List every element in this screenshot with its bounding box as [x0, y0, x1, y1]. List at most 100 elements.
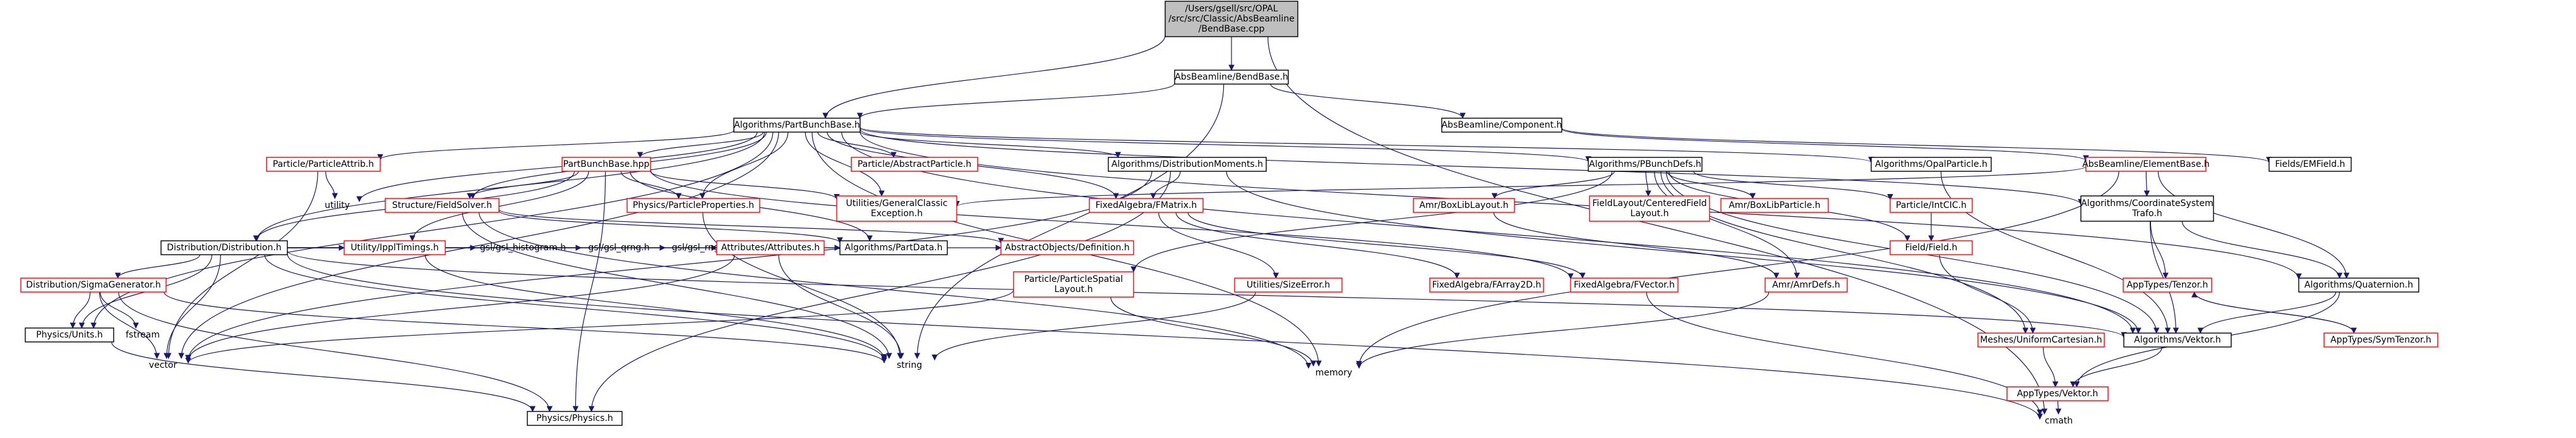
node-box — [1013, 271, 1134, 298]
edge-algvektor_h-to-appvektor_h — [2070, 346, 2163, 387]
node-component-h[interactable]: AbsBeamline/Component.h — [1441, 118, 1562, 133]
node-fvector-h[interactable]: FixedAlgebra/FVector.h — [1570, 277, 1679, 293]
node-appsymtensor-h[interactable]: AppTypes/SymTenzor.h — [2323, 332, 2438, 348]
node-abstractobjdef-h[interactable]: AbstractObjects/Definition.h — [1000, 240, 1134, 255]
edge-root-to-partbunchbase_h — [822, 35, 1166, 119]
node-box — [1589, 195, 1710, 222]
edge-attributes_h-to-vector — [185, 254, 735, 362]
node-appvektor-h[interactable]: AppTypes/Vektor.h — [2006, 386, 2109, 401]
node-structfieldsolver-h[interactable]: Structure/FieldSolver.h — [385, 198, 500, 213]
edge-sigmagen_h-to-physunits_h — [69, 291, 91, 329]
edge-line — [2157, 171, 2350, 279]
edge-line — [1150, 171, 1181, 199]
node-fieldfield-h[interactable]: Field/Field.h — [1890, 240, 1973, 255]
node-elementbase-h[interactable]: AbsBeamline/ElementBase.h — [2082, 157, 2210, 172]
edge-line — [1110, 296, 1317, 367]
node-label: Algorithms/Vektor.h — [2134, 335, 2221, 345]
node-box — [1165, 1, 1298, 37]
node-distmoments-h[interactable]: Algorithms/DistributionMoments.h — [1108, 157, 1267, 172]
node-label: Algorithms/DistributionMoments.h — [1111, 159, 1263, 169]
edge-amrboxliblayout_h-to-amrdefs_h — [1493, 212, 1780, 279]
edge-partbunchbase_h-to-utility — [356, 131, 758, 202]
edge-line — [264, 254, 887, 362]
edge-line — [778, 254, 904, 359]
node-root[interactable]: /Users/gsell/src/OPAL/src/src/Classic/Ab… — [1165, 1, 1298, 37]
node-amrdefs-h[interactable]: Amr/AmrDefs.h — [1764, 277, 1848, 293]
edge-physunits_h-to-physphysics_h — [111, 341, 536, 412]
node-opalparticle-h[interactable]: Algorithms/OpalParticle.h — [1871, 157, 1992, 172]
edge-line — [2055, 400, 2062, 415]
edge-fieldfield_h-to-uniformcartesian_h — [1939, 254, 2036, 334]
node-distribution-h[interactable]: Distribution/Distribution.h — [160, 240, 288, 255]
edge-line — [1175, 212, 1460, 279]
node-physphysics-h[interactable]: Physics/Physics.h — [527, 411, 623, 426]
edge-line — [462, 212, 892, 359]
node-label: gsl/gsl_rng.h — [672, 243, 728, 253]
edge-line — [914, 83, 1225, 359]
node-uniformcartesian-h[interactable]: Meshes/UniformCartesian.h — [1977, 332, 2105, 348]
node-box — [1429, 277, 1544, 293]
node-farray2d-h[interactable]: FixedAlgebra/FArray2D.h — [1429, 277, 1544, 293]
edge-line — [1654, 171, 1800, 279]
node-algvektor-h[interactable]: Algorithms/Vektor.h — [2123, 332, 2232, 348]
node-box — [2298, 277, 2419, 293]
edge-line — [805, 131, 885, 197]
node-box — [2323, 332, 2438, 348]
node-label: gsl/gsl_histogram.h — [480, 243, 566, 253]
node-box — [1089, 198, 1204, 213]
node-abstractparticle-h[interactable]: Particle/AbstractParticle.h — [851, 157, 978, 172]
node-box — [2080, 195, 2214, 222]
node-box — [25, 327, 114, 343]
node-label: Algorithms/Quaternion.h — [2304, 280, 2413, 290]
edge-fmatrix_h-to-sizeerror_h — [1158, 212, 1279, 279]
node-emfield-h[interactable]: Fields/EMField.h — [2268, 157, 2352, 172]
node-amrboxliblayout-h[interactable]: Amr/BoxLibLayout.h — [1413, 198, 1515, 213]
node-partbunchbase-hpp[interactable]: PartBunchBase.hpp — [561, 157, 651, 172]
node-attributes-h[interactable]: Attributes/Attributes.h — [716, 240, 825, 255]
node-partbunchbase-h[interactable]: Algorithms/PartBunchBase.h — [733, 118, 861, 133]
node-particleattrib-h[interactable]: Particle/ParticleAttrib.h — [266, 157, 381, 172]
node-box — [1570, 277, 1679, 293]
node-physunits-h[interactable]: Physics/Units.h — [25, 327, 114, 343]
edge-partbunchbase_h-to-vector — [178, 131, 779, 359]
node-label: Structure/FieldSolver.h — [392, 200, 492, 210]
node-label: /BendBase.cpp — [1199, 24, 1265, 34]
node-sigmagen-h[interactable]: Distribution/SigmaGenerator.h — [20, 277, 167, 293]
node-bendbase-h[interactable]: AbsBeamline/BendBase.h — [1174, 70, 1289, 85]
node-physpartprops-h[interactable]: Physics/ParticleProperties.h — [626, 198, 760, 213]
node-box — [1871, 157, 1992, 172]
node-apptensor-h[interactable]: AppTypes/Tenzor.h — [2123, 277, 2212, 293]
edge-component_h-to-emfield_h — [1561, 128, 2272, 163]
edge-partbunchbase_hpp-to-genclassicexc_h — [650, 171, 840, 200]
edge-line — [1939, 254, 2036, 334]
node-quaternion-h[interactable]: Algorithms/Quaternion.h — [2298, 277, 2419, 293]
node-label: Particle/IntCIC.h — [1896, 200, 1967, 210]
node-ippltimings-h[interactable]: Utility/IpplTimings.h — [344, 240, 446, 255]
node-pbunchdefs-h[interactable]: Algorithms/PBunchDefs.h — [1588, 157, 1703, 172]
node-fmatrix-h[interactable]: FixedAlgebra/FMatrix.h — [1089, 198, 1204, 213]
edge-line — [467, 171, 579, 199]
node-label: AppTypes/Tenzor.h — [2127, 280, 2208, 290]
edge-fmatrix_h-to-fvector_h — [1187, 212, 1586, 279]
node-partdata-h[interactable]: Algorithms/PartData.h — [839, 240, 948, 255]
node-box — [1174, 70, 1289, 85]
edge-line — [620, 171, 682, 199]
node-label: Amr/BoxLibParticle.h — [1728, 200, 1820, 210]
edge-line — [954, 166, 2087, 207]
node-label: PartBunchBase.hpp — [563, 159, 650, 169]
edge-pbunchdefs_h-to-amrdefs_h — [1654, 171, 1800, 279]
node-intcic-h[interactable]: Particle/IntCIC.h — [1890, 198, 1973, 213]
edge-pbunchdefs_h-to-amrboxliblayout_h — [1491, 171, 1615, 199]
node-label: Physics/Physics.h — [536, 413, 613, 423]
edge-line — [860, 131, 1121, 158]
node-gsl-rng: gsl/gsl_rng.h — [672, 243, 728, 253]
node-memory: memory — [1315, 368, 1353, 378]
node-label: AppTypes/SymTenzor.h — [2330, 335, 2431, 345]
node-amrboxlibparticle-h[interactable]: Amr/BoxLibParticle.h — [1720, 198, 1829, 213]
edge-bendbase_h-to-string — [914, 83, 1225, 359]
node-sizeerror-h[interactable]: Utilities/SizeError.h — [1234, 277, 1343, 293]
